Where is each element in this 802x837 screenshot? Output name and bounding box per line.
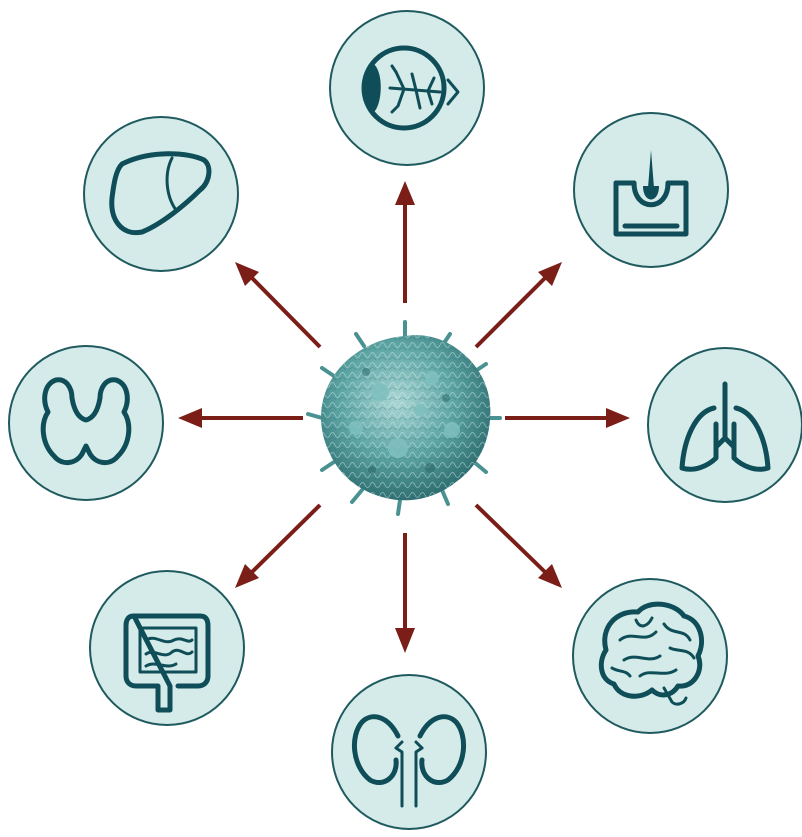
arrows xyxy=(178,181,630,653)
organ-kidneys xyxy=(331,674,487,830)
arrow-to-liver xyxy=(235,262,322,349)
organ-liver xyxy=(83,116,239,272)
eye-icon xyxy=(361,45,460,131)
organ-skin xyxy=(573,112,729,268)
organ-intestine xyxy=(89,570,245,726)
arrow-to-skin xyxy=(474,262,562,349)
thyroid-icon xyxy=(40,377,132,465)
brain-icon xyxy=(598,601,704,706)
immune-cell-icon xyxy=(306,320,502,516)
skin-hair-follicle-icon xyxy=(613,150,689,237)
kidneys-icon xyxy=(351,714,467,808)
organ-thyroid xyxy=(8,345,164,501)
arrow-to-intestine xyxy=(235,503,322,588)
organ-brain xyxy=(572,578,728,734)
arrow-to-eye xyxy=(395,181,415,303)
organ-lungs xyxy=(647,347,802,503)
intestine-icon xyxy=(123,613,211,713)
cell-spikes xyxy=(306,320,502,516)
arrow-to-kidneys xyxy=(395,533,415,653)
arrow-to-brain xyxy=(474,503,562,588)
arrow-to-lungs xyxy=(505,408,630,428)
liver-icon xyxy=(109,151,212,236)
lungs-icon xyxy=(679,381,771,472)
arrow-to-thyroid xyxy=(178,408,303,428)
organ-eye xyxy=(329,10,485,166)
